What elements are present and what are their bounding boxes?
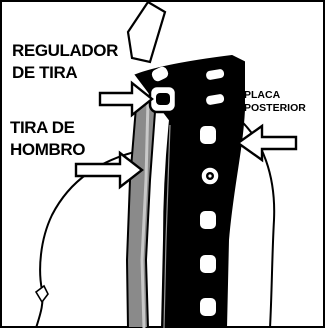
label-back-plate: PLACA POSTERIOR xyxy=(244,89,306,114)
arrow-strap-regulator xyxy=(98,80,154,118)
arrow-shoulder-strap xyxy=(74,150,144,190)
label-strap-regulator-line1: REGULADOR xyxy=(12,41,118,60)
label-shoulder-strap-line1: TIRA DE xyxy=(10,118,75,137)
shoulder-strap-highlight xyxy=(140,99,150,328)
plate-slot-1 xyxy=(200,126,216,144)
plate-slot-right-1 xyxy=(206,69,225,80)
label-back-plate-line1: PLACA xyxy=(244,89,281,101)
arrow-back-plate xyxy=(235,123,298,163)
plate-slot-3 xyxy=(200,255,216,273)
plate-bolt-dot xyxy=(208,174,212,178)
plate-slot-2 xyxy=(200,211,216,229)
label-back-plate-line2: POSTERIOR xyxy=(244,102,306,114)
strap-regulator-slot xyxy=(156,93,170,105)
back-plate xyxy=(134,54,245,328)
label-shoulder-strap: TIRA DE HOMBRO xyxy=(10,118,85,159)
label-strap-regulator: REGULADOR DE TIRA xyxy=(12,41,122,82)
torso-outline-detail xyxy=(34,284,49,304)
plate-edge-line xyxy=(163,124,171,328)
plate-slot-upper-left xyxy=(151,66,169,82)
plate-slot-right-2 xyxy=(206,94,225,105)
plate-slot-4 xyxy=(200,298,216,316)
label-shoulder-strap-line2: HOMBRO xyxy=(10,140,85,159)
top-webbing xyxy=(126,0,167,64)
shoulder-strap xyxy=(125,93,158,328)
label-strap-regulator-line2: DE TIRA xyxy=(12,63,77,82)
